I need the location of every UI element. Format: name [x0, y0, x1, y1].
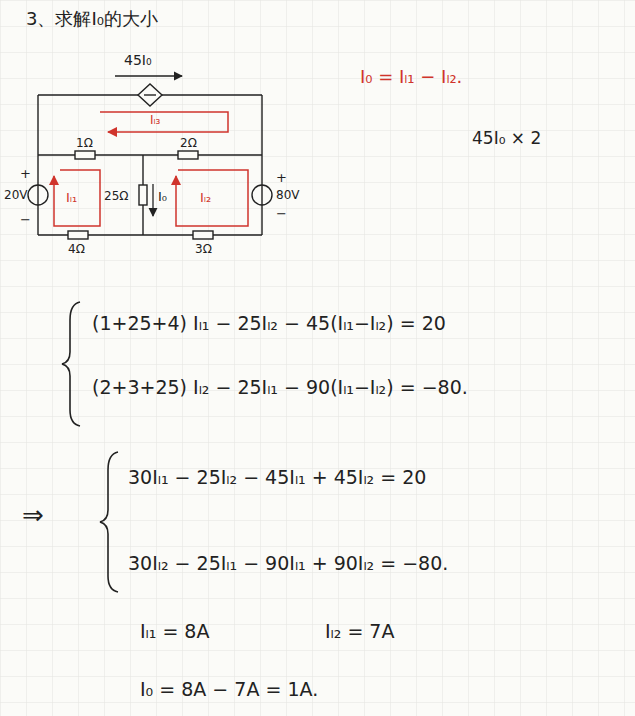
source-label: 80V	[276, 188, 299, 202]
polarity-mark: −	[20, 212, 31, 228]
equation-note: I₀ = Iₗ₁ − Iₗ₂.	[360, 66, 462, 88]
equation-note: 45I₀ × 2	[472, 128, 541, 148]
equation-line: (2+3+25) Iₗ₂ − 25Iₗ₁ − 90(Iₗ₁−Iₗ₂) = −80…	[92, 376, 468, 399]
equation-line: 30Iₗ₂ − 25Iₗ₁ − 90Iₗ₁ + 90Iₗ₂ = −80.	[128, 552, 448, 575]
source-direction-arrow	[115, 75, 182, 76]
polarity-mark: +	[276, 170, 287, 186]
current-arrow	[152, 184, 153, 216]
resistor-label: 25Ω	[104, 189, 128, 203]
voltage-source-symbol	[28, 185, 272, 205]
mesh-label: Iₗ₂	[200, 190, 211, 206]
page-title: 3、求解I₀的大小	[26, 8, 158, 30]
resistor-label: 3Ω	[195, 242, 212, 256]
result-line: Iₗ₁ = 8A	[140, 620, 209, 643]
result-line: Iₗ₂ = 7A	[325, 620, 394, 643]
equation-line: 30Iₗ₁ − 25Iₗ₂ − 45Iₗ₁ + 45Iₗ₂ = 20	[128, 466, 426, 489]
equation-line: (1+25+4) Iₗ₁ − 25Iₗ₂ − 45(Iₗ₁−Iₗ₂) = 20	[92, 312, 446, 335]
result-line: I₀ = 8A − 7A = 1A.	[140, 678, 318, 701]
polarity-mark: −	[276, 206, 287, 222]
dependent-source-diamond	[138, 84, 162, 106]
implies-arrow: ⇒	[22, 500, 44, 531]
mesh-label: Iₗ₁	[66, 190, 77, 206]
circuit-wires	[38, 95, 262, 235]
resistor-label: 1Ω	[76, 136, 93, 150]
mesh-loop-arrow	[54, 112, 248, 226]
equation-brace	[62, 302, 118, 592]
current-label: I₀	[158, 189, 167, 205]
mesh-label: Iₗ₃	[150, 113, 160, 127]
resistor-label: 4Ω	[68, 242, 85, 256]
source-label: 20V	[4, 188, 27, 202]
resistor-label: 2Ω	[180, 136, 197, 150]
polarity-mark: +	[20, 166, 31, 182]
source-label: 45I₀	[124, 52, 152, 69]
